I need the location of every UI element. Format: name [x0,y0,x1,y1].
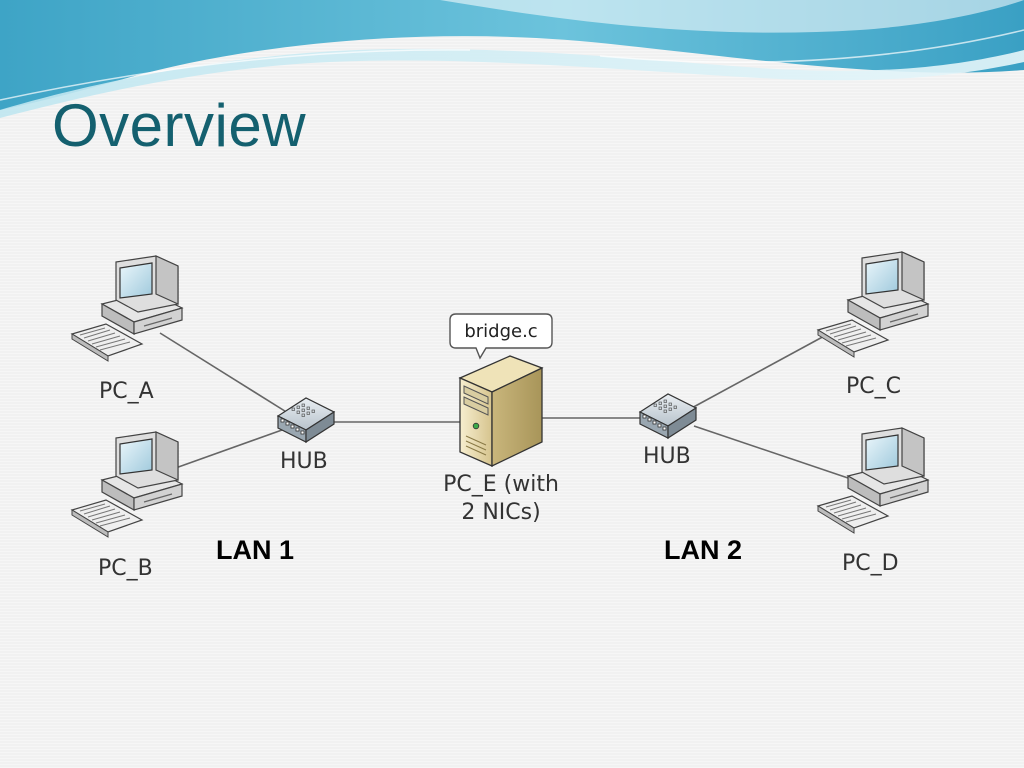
bridge-callout-label: bridge.c [464,321,537,342]
link-pc-a-hub-1 [159,332,289,414]
lan-1-label: LAN 1 [216,535,294,565]
link-hub-2-pc-c [687,333,829,411]
hub-1-label: HUB [280,449,328,474]
hub-2-label: HUB [643,444,691,469]
pc-d-label: PC_D [842,551,899,576]
pc-d-node: PC_D [817,427,929,576]
hub-2-node: HUB [639,393,697,469]
tower-server-icon [458,355,544,468]
page-title: Overview [52,92,307,159]
header-wave-decoration [0,0,1024,118]
network-links [159,332,849,479]
link-hub-2-pc-d [693,425,849,479]
pc-a-label: PC_A [99,379,154,404]
lan-2-label: LAN 2 [664,535,742,565]
pc-b-label: PC_B [98,556,153,581]
bridge-callout: bridge.c [449,313,553,360]
desktop-computer-icon [71,431,183,538]
pc-b-node: PC_B [71,431,183,581]
hub-1-node: HUB [277,397,335,474]
pc-a-node: PC_A [71,255,183,404]
desktop-computer-icon [71,255,183,362]
desktop-computer-icon [817,427,929,534]
pc-e-label-line-1: PC_E (with [443,472,559,497]
link-pc-b-hub-1 [169,429,283,471]
pc-c-node: PC_C [817,251,929,399]
network-hub-icon [277,397,335,443]
pc-c-label: PC_C [846,374,901,399]
pc-e-node: PC_E (with 2 NICs) [443,355,559,525]
pc-e-label-line-2: 2 NICs) [461,500,540,525]
network-hub-icon [639,393,697,439]
desktop-computer-icon [817,251,929,358]
